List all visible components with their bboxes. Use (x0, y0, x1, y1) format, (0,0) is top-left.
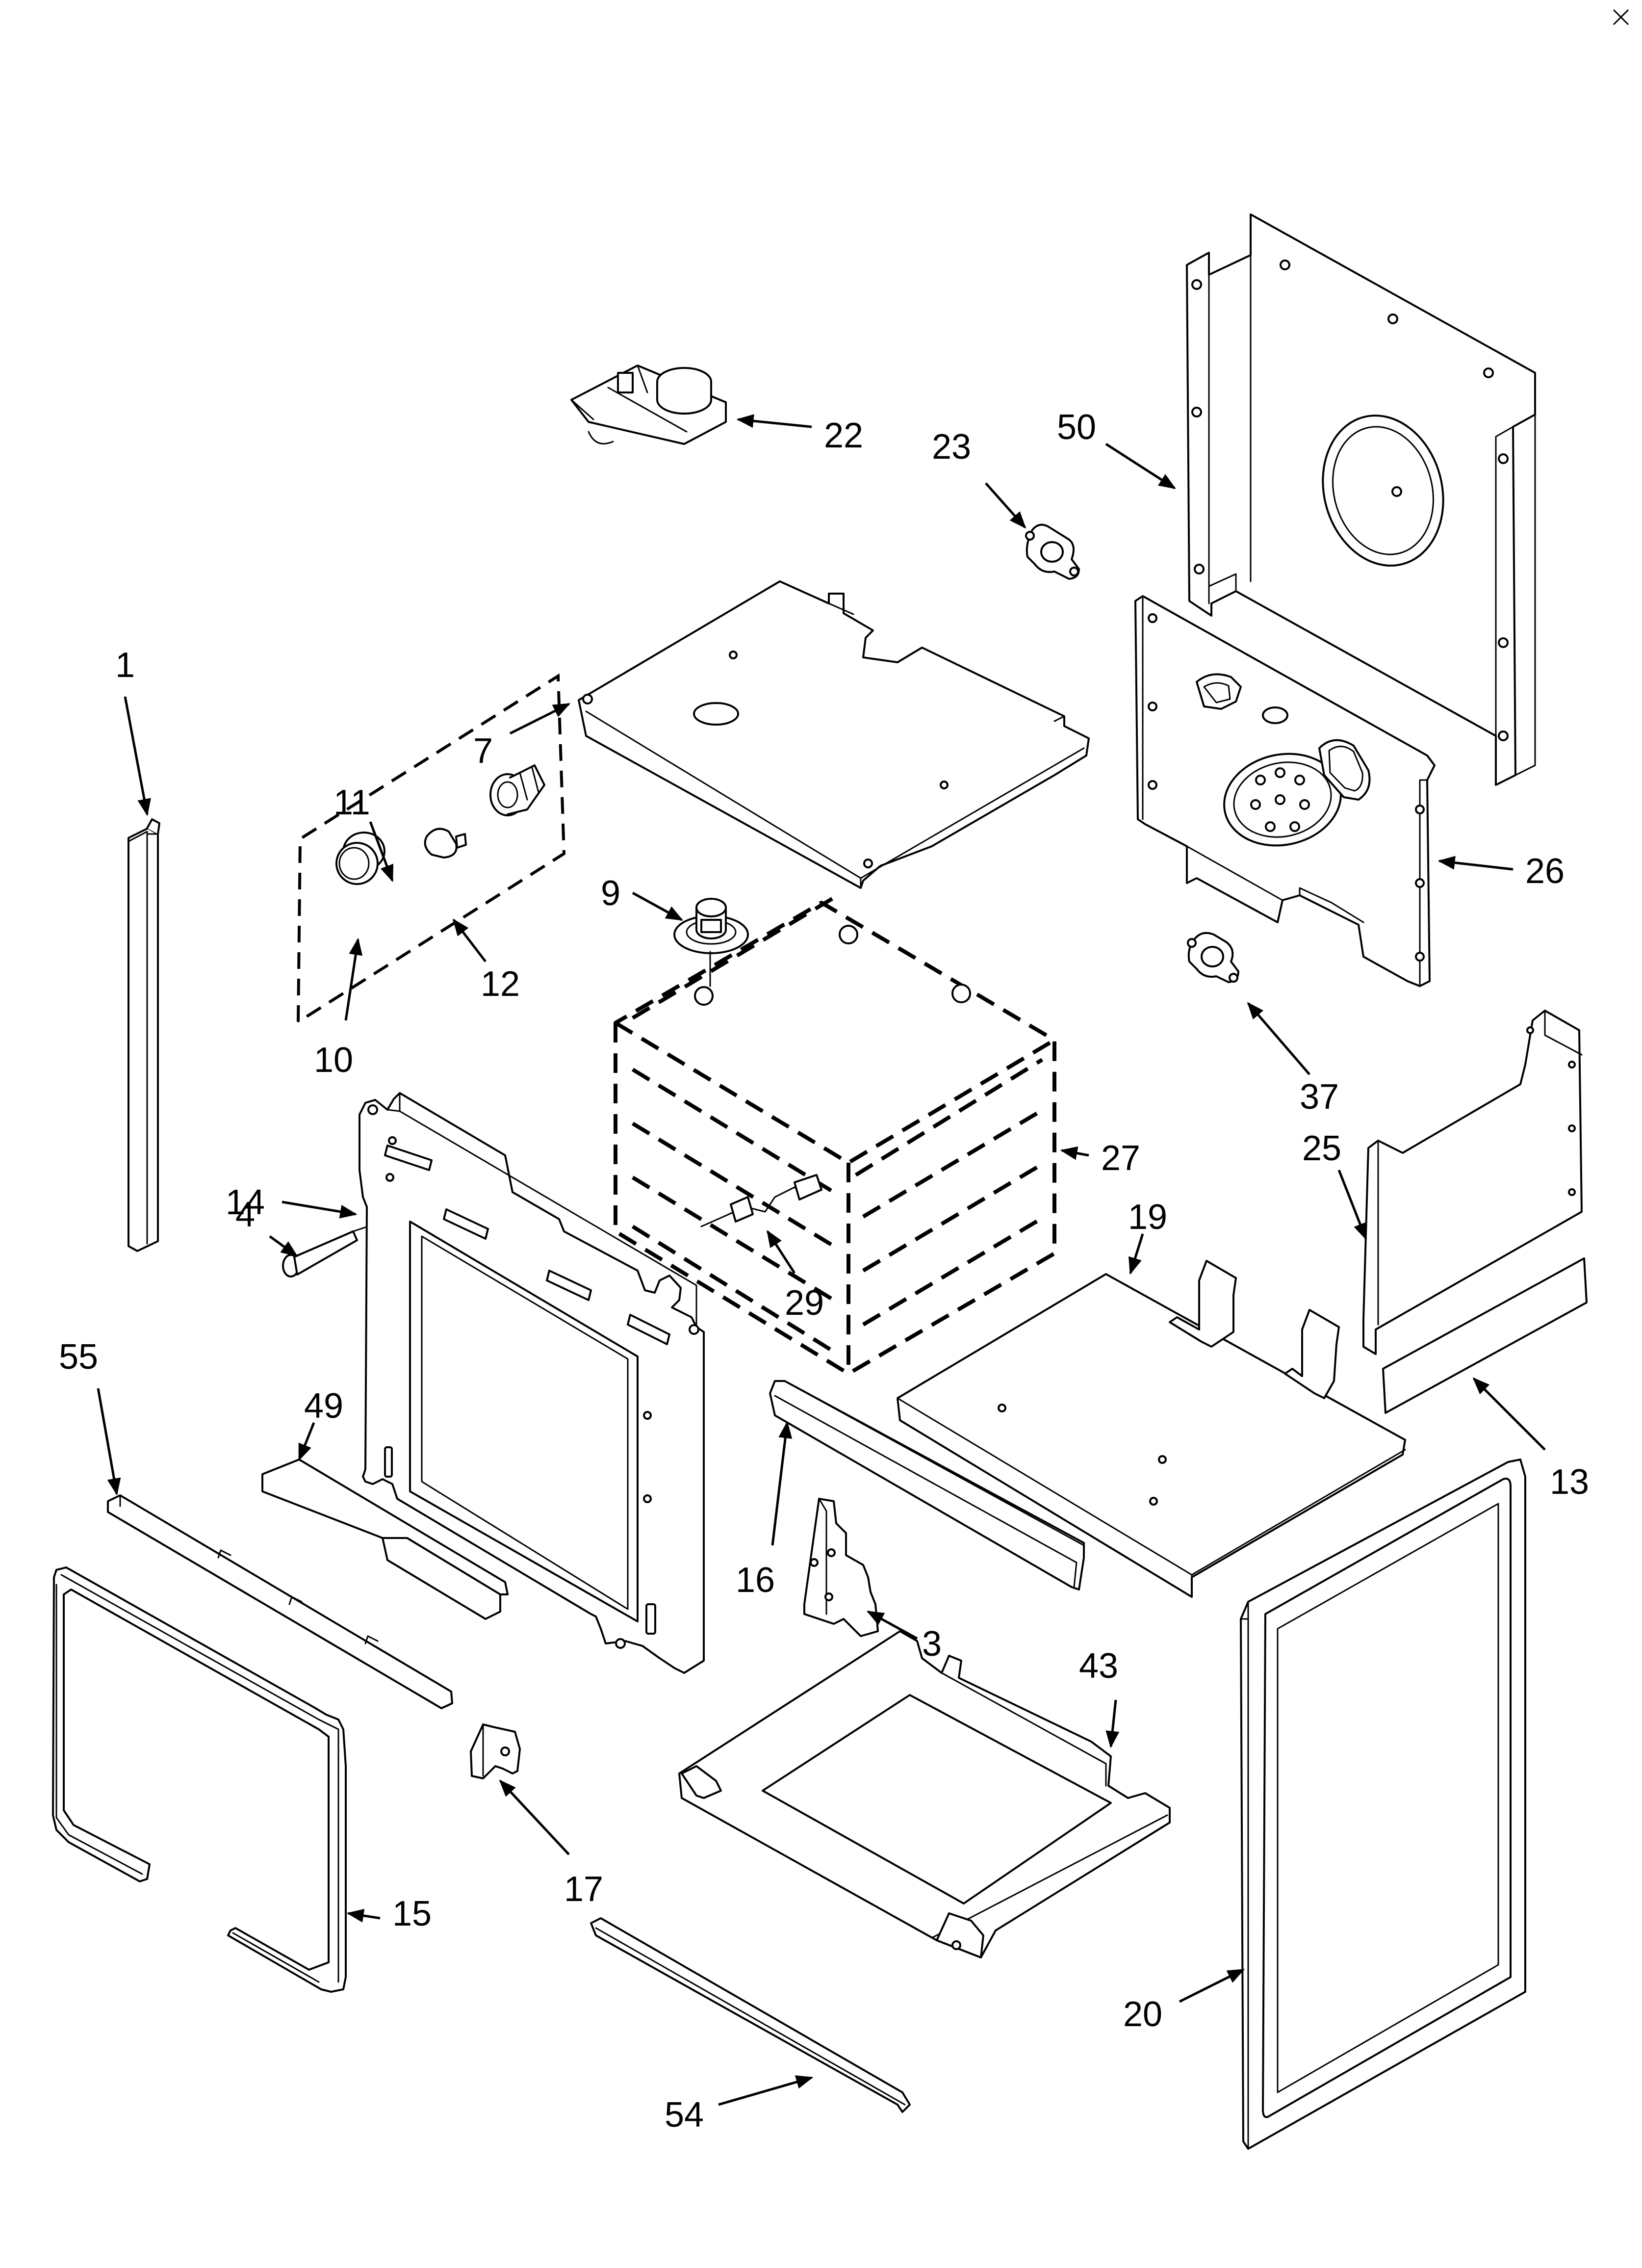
part-26-inner-rear-panel (1134, 595, 1436, 987)
part-11-control-kit (297, 673, 566, 1023)
callout-19: 19 (1128, 1198, 1167, 1237)
callout-55: 55 (59, 1337, 98, 1377)
part-50-rear-panel (1186, 213, 1536, 786)
part-54-rail (590, 1917, 911, 2113)
part-14-front-frame (359, 1092, 705, 1674)
part-22-motor-assembly (570, 365, 727, 445)
part-3-bracket (803, 1498, 879, 1637)
callout-23: 23 (932, 427, 971, 467)
part-17-bracket (470, 1723, 521, 1779)
part-27-oven-cavity (614, 896, 1056, 1376)
callout-22: 22 (824, 416, 863, 455)
part-37-sensor (1187, 932, 1239, 983)
part-7-top-panel (578, 580, 1090, 889)
callout-54: 54 (665, 2095, 704, 2135)
callout-14: 14 (226, 1183, 265, 1222)
part-13-kick-strip (1382, 1257, 1588, 1414)
part-1-trim-strip (128, 818, 160, 1252)
callout-4: 4 (235, 1195, 255, 1234)
part-29-wire-harness (700, 1174, 822, 1227)
part-25-side-panel (1362, 1010, 1583, 1355)
part-4-screw (282, 1223, 376, 1277)
callout-29: 29 (785, 1283, 824, 1323)
part-15-door-gasket (52, 1566, 347, 1993)
leader-lines (97, 414, 1546, 2106)
callout-1: 1 (115, 646, 135, 685)
callout-49: 49 (304, 1386, 343, 1426)
callout-50: 50 (1057, 408, 1096, 447)
part-49-front-strip (261, 1459, 509, 1620)
part-55-rail (107, 1494, 453, 1709)
callout-25: 25 (1302, 1129, 1341, 1168)
part-11-socket (489, 764, 545, 816)
callout-26: 26 (1525, 852, 1565, 891)
callout-7: 7 (473, 731, 493, 771)
part-43-base-pan (678, 1630, 1171, 1958)
callout-11: 11 (334, 783, 370, 822)
callout-labels: 1 22 23 50 7 11 9 12 10 26 37 25 27 14 4… (59, 408, 1589, 2135)
callout-10: 10 (314, 1041, 353, 1080)
callout-20: 20 (1123, 1995, 1162, 2034)
part-16-angle-rail (769, 1380, 1085, 1590)
callout-37: 37 (1300, 1077, 1339, 1117)
part-20-oven-door (1240, 1459, 1526, 2150)
callout-43: 43 (1079, 1646, 1118, 1686)
callout-13: 13 (1550, 1462, 1589, 1502)
callout-27: 27 (1101, 1139, 1140, 1178)
callout-15: 15 (392, 1894, 432, 1933)
corner-mark (1613, 9, 1629, 26)
part-12-bulb (424, 828, 467, 859)
callout-3: 3 (922, 1624, 942, 1664)
callout-17: 17 (564, 1870, 603, 1909)
callout-12: 12 (481, 965, 520, 1004)
callout-9: 9 (601, 874, 620, 913)
callout-16: 16 (736, 1561, 775, 1600)
part-9-fitting (673, 898, 749, 987)
part-19-bottom-tray (897, 1260, 1406, 1598)
part-10-knob (335, 832, 385, 885)
part-23-sensor (1025, 523, 1080, 580)
